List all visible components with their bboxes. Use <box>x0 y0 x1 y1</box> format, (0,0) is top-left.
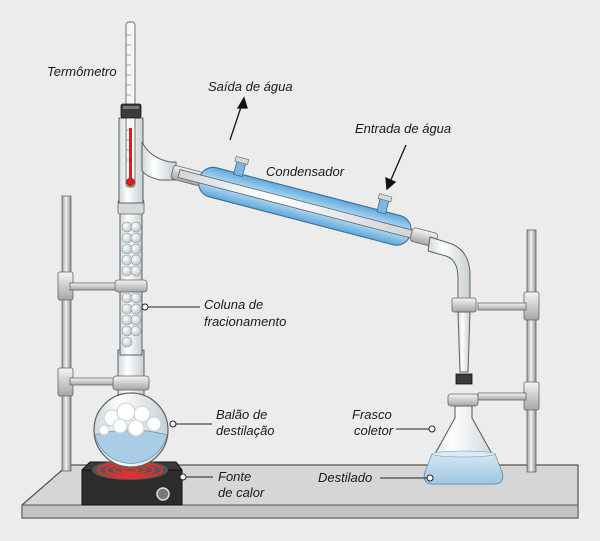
water-flow-arrows <box>229 96 407 191</box>
label-heat-line1: Fonte <box>218 469 251 484</box>
column-beads <box>121 221 142 348</box>
label-flask-line1: Balão de <box>216 407 267 422</box>
heater-knob-icon <box>156 487 170 501</box>
right-stand <box>477 229 540 473</box>
boiling-bubbles <box>98 402 162 437</box>
label-condenser: Condensador <box>266 164 345 179</box>
label-water-out: Saída de água <box>208 79 293 94</box>
condenser <box>170 155 438 248</box>
label-heat-line2: de calor <box>218 485 265 500</box>
thermometer <box>120 21 142 188</box>
label-collector-line1: Frasco <box>352 407 392 422</box>
distillation-flask <box>93 349 169 468</box>
leader-lines <box>141 303 436 482</box>
heater <box>81 460 183 506</box>
delivery-adapter <box>427 236 477 385</box>
label-column-line1: Coluna de <box>204 297 263 312</box>
label-distillate: Destilado <box>318 470 372 485</box>
label-collector-line2: coletor <box>354 423 394 438</box>
labels: Termômetro Saída de água Entrada de água… <box>47 64 451 500</box>
label-water-in: Entrada de água <box>355 121 451 136</box>
collector-flask <box>423 393 504 485</box>
fractionating-column <box>114 199 148 356</box>
left-stand <box>57 195 121 472</box>
label-column-line2: fracionamento <box>204 314 286 329</box>
label-thermometer: Termômetro <box>47 64 117 79</box>
label-flask-line2: destilação <box>216 423 275 438</box>
